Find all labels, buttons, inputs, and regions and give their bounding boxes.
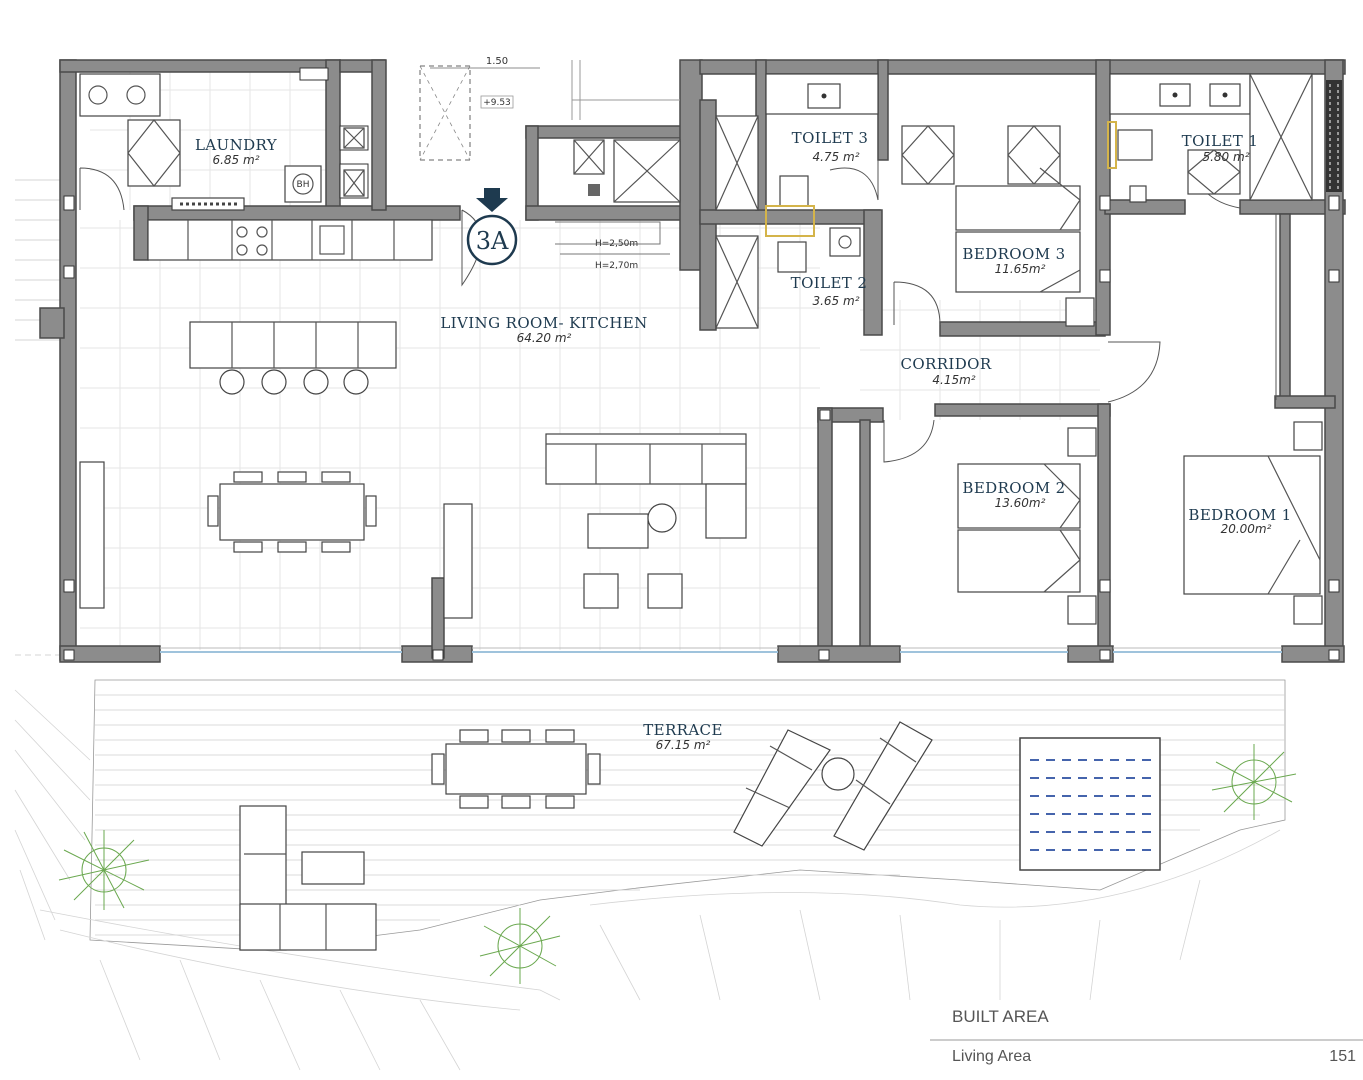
kitchen-island — [189, 321, 397, 369]
bedroom-divider-wall — [1097, 403, 1111, 661]
room-name-corridor: CORRIDOR — [900, 355, 991, 373]
sun-lounger-1 — [733, 729, 831, 847]
footer-subtitle: Living Area — [952, 1048, 1031, 1065]
room-area-toilet1: 5.80 m² — [1202, 150, 1249, 164]
room-name-toilet2: TOILET 2 — [791, 274, 868, 292]
bedroom2-door — [883, 419, 935, 463]
room-name-living: LIVING ROOM- KITCHEN — [440, 314, 647, 332]
bedroom2-furniture — [957, 427, 1097, 625]
room-area-corridor: 4.15m² — [932, 373, 975, 387]
west-wall — [59, 59, 77, 661]
footer-title: BUILT AREA — [952, 1007, 1049, 1026]
plants — [58, 744, 1297, 984]
bedroom1-door — [1107, 341, 1161, 403]
plunge-pool — [1019, 737, 1161, 871]
unit-label: 3A — [476, 227, 509, 255]
bedroom3-furniture — [901, 125, 1095, 327]
terrace-furniture — [239, 721, 1161, 951]
laundry-east-wall — [325, 59, 341, 211]
room-name-terrace: TERRACE — [643, 721, 723, 739]
water-heater — [284, 165, 322, 203]
exterior-hatching — [15, 179, 60, 656]
ceiling-height-2: H=2,70m — [595, 261, 638, 271]
room-name-toilet1: TOILET 1 — [1182, 132, 1259, 150]
room-area-bedroom1: 20.00m² — [1221, 522, 1272, 536]
bed-bedroom2-b — [957, 529, 1081, 593]
room-name-laundry: LAUNDRY — [195, 136, 278, 154]
sun-lounger-2 — [833, 721, 933, 851]
terrace-slope-hatching — [14, 689, 1281, 1071]
kitchen-counter-wall — [133, 205, 149, 261]
room-area-bedroom3: 11.65m² — [995, 262, 1046, 276]
room-area-terrace: 67.15 m² — [656, 738, 711, 752]
bed-bedroom1 — [1183, 455, 1321, 595]
glazing — [160, 60, 1282, 653]
kitchen-fixtures — [147, 219, 433, 395]
plant-3 — [1211, 744, 1297, 820]
bedroom1-furniture — [1183, 421, 1323, 625]
bedroom2-west-wall — [817, 407, 833, 659]
sideboard — [79, 461, 105, 609]
room-area-toilet3: 4.75 m² — [812, 150, 859, 164]
laundry-fixtures: BH — [79, 73, 322, 211]
ceiling-height-notes: H=2,50m H=2,70m — [555, 221, 670, 271]
north-wall-laundry — [59, 59, 341, 73]
toilet-divider-wall — [699, 209, 881, 225]
ceiling-height-1: H=2,50m — [595, 239, 638, 249]
living-furniture — [545, 433, 747, 609]
north-wall-bedrooms — [699, 59, 1346, 75]
water-heater-label: BH — [297, 180, 310, 190]
shafts — [343, 65, 681, 203]
room-name-bedroom1: BEDROOM 1 — [1188, 506, 1291, 524]
toilet3-door — [829, 160, 879, 201]
laundry-door — [79, 167, 125, 211]
room-name-bedroom3: BEDROOM 3 — [962, 245, 1065, 263]
room-area-laundry: 6.85 m² — [212, 153, 259, 167]
terrace-dining-table — [445, 743, 587, 795]
room-name-toilet3: TOILET 3 — [792, 129, 869, 147]
plant-1 — [58, 830, 150, 910]
room-area-bedroom2: 13.60m² — [995, 496, 1046, 510]
footer: BUILT AREA Living Area 151 — [930, 1007, 1363, 1065]
room-name-bedroom2: BEDROOM 2 — [962, 479, 1065, 497]
toilet3-fixtures — [715, 73, 879, 237]
kitchen-counter — [147, 219, 433, 261]
room-labels: LAUNDRY 6.85 m² LIVING ROOM- KITCHEN 64.… — [195, 129, 1291, 752]
plant-2 — [479, 908, 561, 984]
outdoor-coffee-table — [301, 851, 365, 885]
bed-bedroom3-a — [955, 185, 1081, 231]
level-label: +9.53 — [483, 98, 511, 108]
toilet1-fixtures — [1107, 73, 1342, 203]
dimension-label: 1.50 — [486, 56, 508, 67]
room-area-toilet2: 3.65 m² — [812, 294, 859, 308]
unit-marker: 3A — [466, 188, 518, 266]
coffee-table — [587, 513, 649, 549]
toilet2-fixtures — [715, 227, 861, 329]
laundry-table — [127, 119, 181, 187]
dining-table — [79, 461, 473, 619]
room-area-living: 64.20 m² — [517, 331, 572, 345]
sofa — [545, 433, 747, 485]
south-wall-segment-1 — [59, 645, 161, 663]
footer-value: 151 — [1329, 1048, 1356, 1065]
entrance-arrow-icon — [476, 188, 508, 212]
bedroom3-door — [893, 281, 941, 326]
bed-bedroom2-a — [957, 463, 1081, 529]
